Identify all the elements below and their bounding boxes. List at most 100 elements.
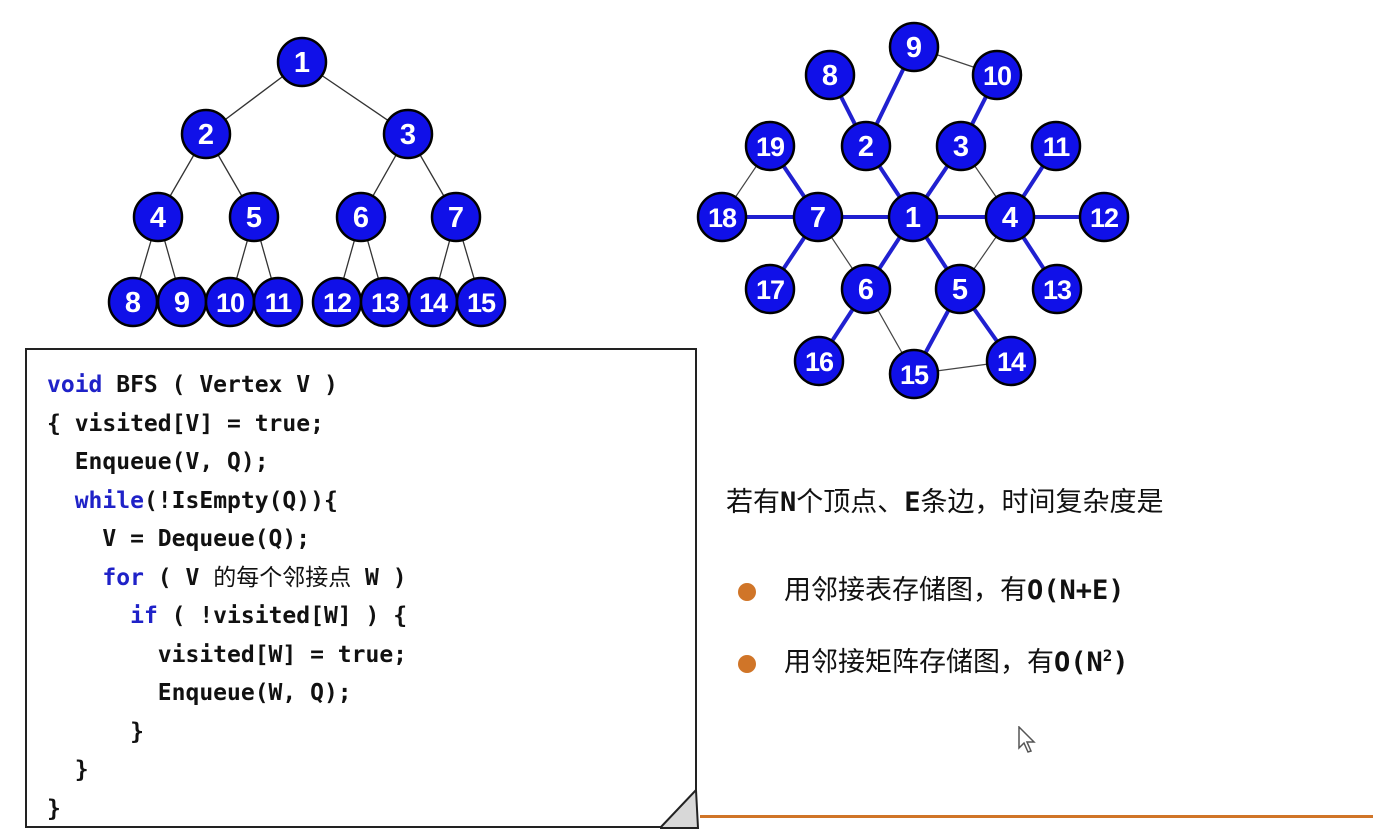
svg-text:6: 6 [858,274,874,306]
code-keyword: void [47,372,103,398]
svg-text:15: 15 [900,360,929,390]
svg-text:12: 12 [1090,203,1118,233]
tree-node-15: 15 [455,276,507,328]
code-text: ( !visited[W] ) { [157,603,408,629]
code-text: } [47,757,89,783]
tree-node-14: 14 [407,276,459,328]
svg-text:10: 10 [216,288,244,318]
graph-node-5: 5 [934,263,986,315]
svg-text:3: 3 [953,131,969,163]
mouse-cursor-icon [1018,726,1036,753]
graph-node-13: 13 [1031,263,1083,315]
graph-node-19: 19 [744,120,796,172]
graph-other-edges [721,46,1012,375]
complexity-intro: 若有N个顶点、E条边，时间复杂度是 [726,487,1164,518]
bullet-adjacency-list: 用邻接表存储图，有O(N+E) [738,568,1125,607]
bfs-code-box: void BFS ( Vertex V ) { visited[V] = tru… [25,348,697,828]
tree-node-10: 10 [204,276,256,328]
code-keyword: while [74,487,144,514]
graph-node-18: 18 [696,191,748,243]
code-text: Enqueue(V, Q); [47,449,269,475]
code-text: V = Dequeue(Q); [47,526,311,552]
bullet-dot-icon [738,654,756,673]
graph-node-1: 1 [887,191,939,243]
code-comment-cn: 的每个邻接点 [213,564,352,591]
tree-node-8: 8 [107,276,159,328]
svg-text:1: 1 [294,47,310,79]
svg-text:5: 5 [246,202,262,234]
svg-text:9: 9 [906,32,922,64]
tree-node-6: 6 [335,191,387,243]
svg-text:16: 16 [805,347,834,377]
graph-node-6: 6 [840,263,892,315]
tree-node-11: 11 [252,276,304,328]
svg-text:7: 7 [810,202,826,234]
code-text: (!IsEmpty(Q)){ [143,487,338,514]
graph-node-8: 8 [804,49,856,101]
svg-text:8: 8 [822,60,838,92]
graph-node-11: 11 [1030,120,1082,172]
tree-node-5: 5 [228,191,280,243]
graph-node-7: 7 [792,191,844,243]
svg-text:2: 2 [198,119,214,151]
code-text: } [47,795,61,822]
svg-text:18: 18 [708,203,737,233]
graph-node-9: 9 [888,21,940,73]
bullet-adjacency-matrix: 用邻接矩阵存储图，有O(N2) [738,640,1129,679]
code-text: visited[W] = true; [47,641,408,668]
svg-text:13: 13 [371,288,400,318]
graph-node-12: 12 [1078,191,1130,243]
tree-node-12: 12 [311,276,363,328]
code-text: { visited[V] = true; [47,410,324,437]
tree-node-3: 3 [382,108,434,160]
graph-node-17: 17 [744,263,796,315]
tree-node-7: 7 [430,191,482,243]
graph-node-16: 16 [793,335,845,387]
graph-node-3: 3 [935,120,987,172]
svg-text:12: 12 [323,288,351,318]
svg-text:4: 4 [150,202,166,234]
code-text: W ) [351,564,407,591]
tree-node-13: 13 [359,276,411,328]
page-fold-corner [660,788,700,829]
svg-text:15: 15 [467,288,496,318]
svg-text:7: 7 [448,202,464,234]
svg-text:14: 14 [997,347,1026,377]
svg-text:8: 8 [125,287,141,319]
svg-text:2: 2 [858,131,874,163]
svg-text:9: 9 [174,287,190,319]
bullet-dot-icon [738,582,756,601]
svg-text:5: 5 [952,274,968,306]
code-text: Enqueue(W, Q); [47,680,352,706]
svg-text:10: 10 [983,61,1011,91]
code-text: } [47,718,144,745]
svg-text:13: 13 [1043,275,1072,305]
svg-text:19: 19 [756,132,785,162]
tree-node-9: 9 [156,276,208,328]
tree-node-2: 2 [180,108,232,160]
graph-node-10: 10 [971,49,1023,101]
graph-node-4: 4 [984,191,1036,243]
footer-rule [700,815,1373,818]
code-keyword: if [130,603,158,629]
svg-text:14: 14 [419,288,448,318]
tree-node-4: 4 [132,191,184,243]
svg-text:1: 1 [905,202,921,234]
svg-text:3: 3 [400,119,416,151]
tree-edges [132,61,482,303]
code-keyword: for [102,564,144,591]
svg-text:4: 4 [1002,202,1018,234]
svg-text:6: 6 [353,202,369,234]
graph-node-2: 2 [840,120,892,172]
svg-text:17: 17 [756,275,784,305]
graph-node-15: 15 [888,348,940,400]
graph-node-14: 14 [985,335,1037,387]
svg-text:11: 11 [265,288,293,318]
svg-text:11: 11 [1043,132,1071,162]
bfs-code: void BFS ( Vertex V ) { visited[V] = tru… [27,350,695,828]
code-text: ( V [143,564,214,591]
